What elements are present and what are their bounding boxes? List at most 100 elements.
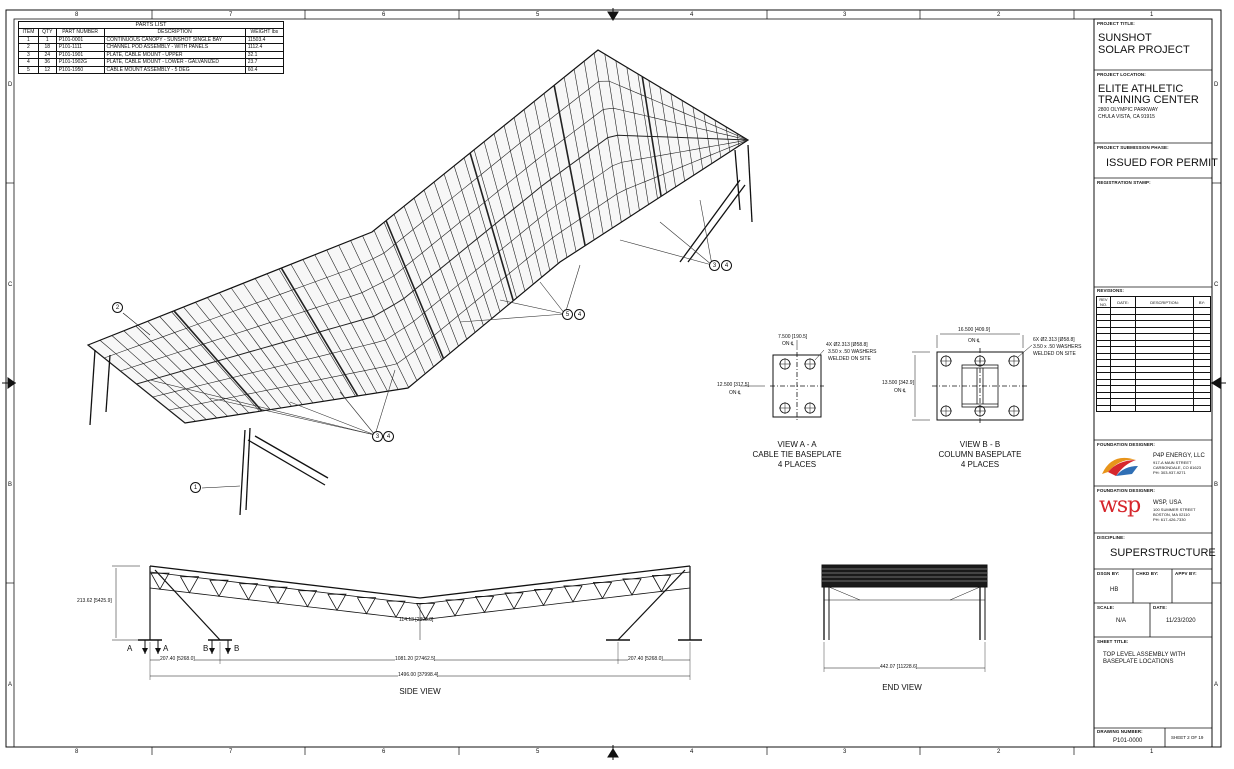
zone-column-label: 8 (75, 749, 79, 755)
table-cell: 1 (37, 35, 57, 44)
table-cell: 23.7 (244, 58, 285, 67)
canopy-panel-surface (86, 49, 750, 424)
checked-by-label: CHKD BY: (1136, 571, 1159, 576)
truss-triangle (179, 576, 200, 594)
view-a-washer-note: 3.50 x .50 WASHERS (828, 349, 877, 355)
foundation-designer-name: WSP, USA (1153, 500, 1182, 506)
view-b-dim-top: 16.500 [409.9] (958, 327, 990, 333)
callout-item-1: 1 (190, 482, 201, 493)
truss-triangle (592, 581, 613, 600)
pod-divider (385, 220, 445, 359)
truss-triangle (238, 583, 259, 601)
truss-triangle (327, 593, 347, 611)
centering-arrows (2, 8, 1226, 760)
zone-row-label: B (1214, 482, 1219, 488)
side-view-right-span-dim: 207.40 [5268.0] (628, 656, 663, 662)
submission-phase: ISSUED FOR PERMIT (1106, 157, 1218, 169)
column-header: DATE: (1110, 296, 1136, 308)
designed-by-label: DSGN BY: (1097, 571, 1120, 576)
panel-row-line (120, 107, 749, 372)
callout-item-3: 3 (709, 260, 720, 271)
pod-divider (469, 152, 515, 301)
view-a-on-centerline: ON ℄ (729, 390, 742, 396)
zone-column-label: 7 (229, 749, 233, 755)
end-view-caption: END VIEW (882, 683, 922, 692)
foundation-designer-label: FOUNDATION DESIGNER: (1097, 488, 1155, 493)
zone-column-label: 7 (229, 12, 233, 18)
truss-triangle (651, 574, 672, 593)
revisions-body (1096, 307, 1211, 412)
sheet-title: TOP LEVEL ASSEMBLY WITH (1103, 652, 1186, 658)
registration-stamp-label: REGISTRATION STAMP: (1097, 180, 1151, 185)
zone-column-label: 2 (997, 12, 1001, 18)
side-view-left-span-dim: 207.40 [5268.0] (160, 656, 195, 662)
table-cell: 1112.4 (244, 43, 285, 52)
table-cell: P101-1111 (55, 43, 105, 52)
callout-leaders (122, 312, 241, 489)
table-cell: 32.1 (244, 50, 285, 59)
table-cell: PLATE, CABLE MOUNT - LOWER - GALVANIZED (103, 58, 246, 67)
view-b-on-centerline: ON ℄ (968, 338, 981, 344)
zone-column-label: 5 (536, 12, 540, 18)
pod-divider (553, 85, 586, 246)
project-title: SUNSHOT (1098, 32, 1152, 44)
table-cell: 36 (37, 58, 57, 67)
pod-divider (173, 310, 263, 412)
table-cell: 3 (18, 50, 39, 59)
foundation-designer-phone: PH: 303-937-9271 (1153, 470, 1186, 475)
table-cell: PLATE, CABLE MOUNT - UPPER (103, 50, 246, 59)
revisions-label: REVISIONS: (1097, 288, 1125, 293)
title-block-dividers (1094, 69, 1212, 747)
end-view (821, 564, 988, 672)
table-cell: 24 (37, 50, 57, 59)
project-address: 2800 OLYMPIC PARKWAY (1098, 107, 1159, 113)
zone-row-label: D (1214, 82, 1219, 88)
date-label: DATE: (1153, 605, 1167, 610)
zone-column-label: 1 (1150, 12, 1154, 18)
view-a-dim-top: 7.500 [190.5] (778, 334, 808, 340)
table-cell: 11503.4 (244, 35, 285, 44)
foundation-designer-address: 100 SUMMER STREET (1153, 507, 1196, 512)
project-title-line-2: SOLAR PROJECT (1098, 44, 1190, 56)
foundation-designer-address: 917-A MAIN STREET (1153, 460, 1192, 465)
section-marker-a: A (127, 644, 133, 653)
truss-triangle (386, 600, 406, 618)
view-b-caption-title: COLUMN BASEPLATE (938, 450, 1022, 459)
project-location: ELITE ATHLETIC (1098, 83, 1184, 95)
revisions-header-row: REV NO. DATE: DESCRIPTION: BY: (1096, 296, 1211, 308)
project-location-label: PROJECT LOCATION: (1097, 72, 1146, 77)
panel-row-line (152, 139, 749, 398)
view-a-caption-title: CABLE TIE BASEPLATE (752, 450, 842, 459)
project-title-label: PROJECT TITLE: (1097, 21, 1135, 26)
zone-column-label: 5 (536, 749, 540, 755)
table-cell: CABLE MOUNT ASSEMBLY - 5 DEG (103, 65, 246, 74)
table-cell: CHANNEL POD ASSEMBLY - WITH PANELS (103, 43, 246, 52)
zone-row-label: B (8, 482, 13, 488)
zone-column-label: 2 (997, 749, 1001, 755)
panel-grid (87, 53, 749, 424)
view-b-washer-note: 3.50 x .50 WASHERS (1033, 344, 1082, 350)
foundation-designer-city: CARBONDALE, CO 81623 (1153, 465, 1202, 470)
revisions-table: REV NO. DATE: DESCRIPTION: BY: (1096, 296, 1211, 412)
table-cell: 1 (18, 35, 39, 44)
table-cell (1193, 404, 1211, 412)
wsp-logo-icon: wsp (1099, 493, 1141, 518)
view-a-hole-note: 4X Ø2.313 [Ø58.8] (826, 342, 868, 348)
zone-column-label: 6 (382, 749, 386, 755)
zone-column-label: 8 (75, 12, 79, 18)
table-cell: P101-1950 (55, 65, 105, 74)
table-cell (1135, 404, 1194, 412)
callout-item-4: 4 (574, 309, 585, 320)
discipline: SUPERSTRUCTURE (1110, 547, 1216, 559)
truss-triangle (415, 602, 436, 621)
cables (149, 199, 713, 436)
zone-column-label: 4 (690, 12, 694, 18)
parts-list-title: PARTS LIST (18, 21, 284, 28)
column-header: ITEM (18, 28, 39, 37)
table-cell (1110, 404, 1136, 412)
side-view-height-dim: 213.62 [5425.9] (77, 598, 112, 604)
table-cell: 4 (18, 58, 39, 67)
